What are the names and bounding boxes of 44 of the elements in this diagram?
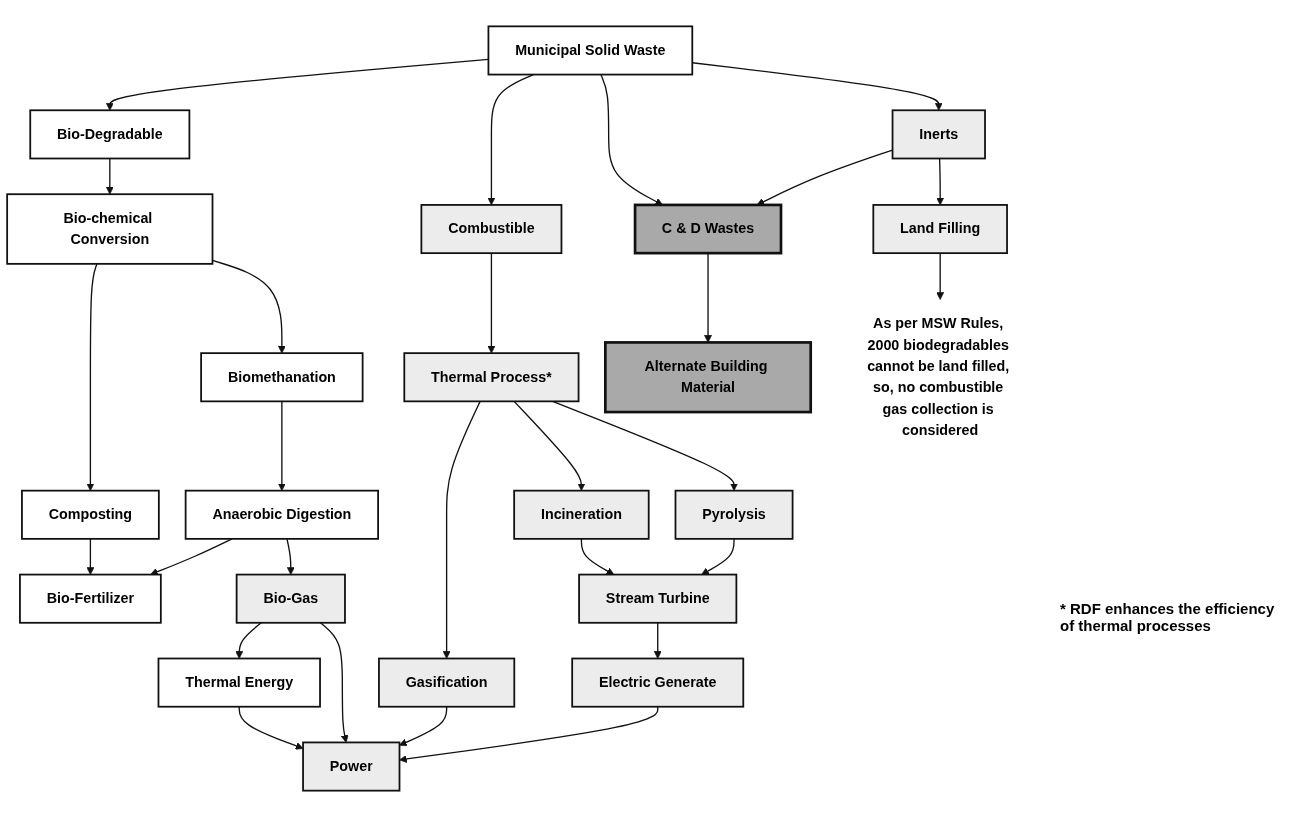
arrow	[580, 538, 615, 575]
node-box: Stream Turbine	[578, 573, 738, 624]
arrow	[442, 400, 481, 659]
arrow	[936, 157, 945, 206]
node-box: Composting	[21, 489, 160, 540]
node-box: Inerts	[891, 109, 986, 160]
footnote: * RDF enhances the efficiency of thermal processes	[1060, 600, 1276, 634]
node-box: Pyrolysis	[674, 489, 794, 540]
node-box: Land Filling	[872, 204, 1008, 255]
arrow	[105, 157, 114, 195]
arrow	[150, 538, 233, 576]
arrow	[86, 263, 98, 491]
node-box: Biomethanation	[200, 352, 364, 403]
arrow	[653, 622, 662, 659]
arrow	[487, 73, 535, 206]
node-box: Electric Generate	[571, 657, 745, 708]
arrow	[319, 622, 349, 743]
node-text: As per MSW Rules, 2000 biodegradables cannot be land filled, so, no combustible gas collection is considered	[867, 315, 1010, 438]
arrow	[211, 259, 286, 354]
arrow	[399, 706, 448, 747]
node-box: Combustible	[420, 204, 563, 255]
node-box: Thermal Process*	[403, 352, 580, 403]
node-box: Power	[302, 741, 401, 792]
node-box: Thermal Energy	[157, 657, 321, 708]
arrow	[487, 252, 496, 354]
node-box: Bio-Gas	[235, 573, 346, 624]
arrow	[513, 400, 586, 491]
node-box: Bio-Degradable	[29, 109, 191, 160]
node-box: C & D Wastes	[633, 203, 783, 255]
arrow	[286, 538, 295, 575]
node-box: Alternate Building Material	[604, 341, 813, 414]
arrow	[235, 622, 262, 659]
arrow	[399, 706, 659, 763]
node-box: Anaerobic Digestion	[184, 489, 379, 540]
node-box: Gasification	[378, 657, 516, 708]
arrow	[701, 538, 735, 575]
node-box: Incineration	[513, 489, 650, 540]
node-box: Bio-Fertilizer	[19, 573, 162, 624]
arrow	[86, 538, 95, 575]
node-box: Municipal Solid Waste	[487, 25, 694, 76]
arrow	[936, 252, 945, 300]
node-box: Bio-chemical Conversion	[6, 193, 214, 265]
arrow	[277, 400, 286, 491]
arrow	[238, 706, 304, 750]
